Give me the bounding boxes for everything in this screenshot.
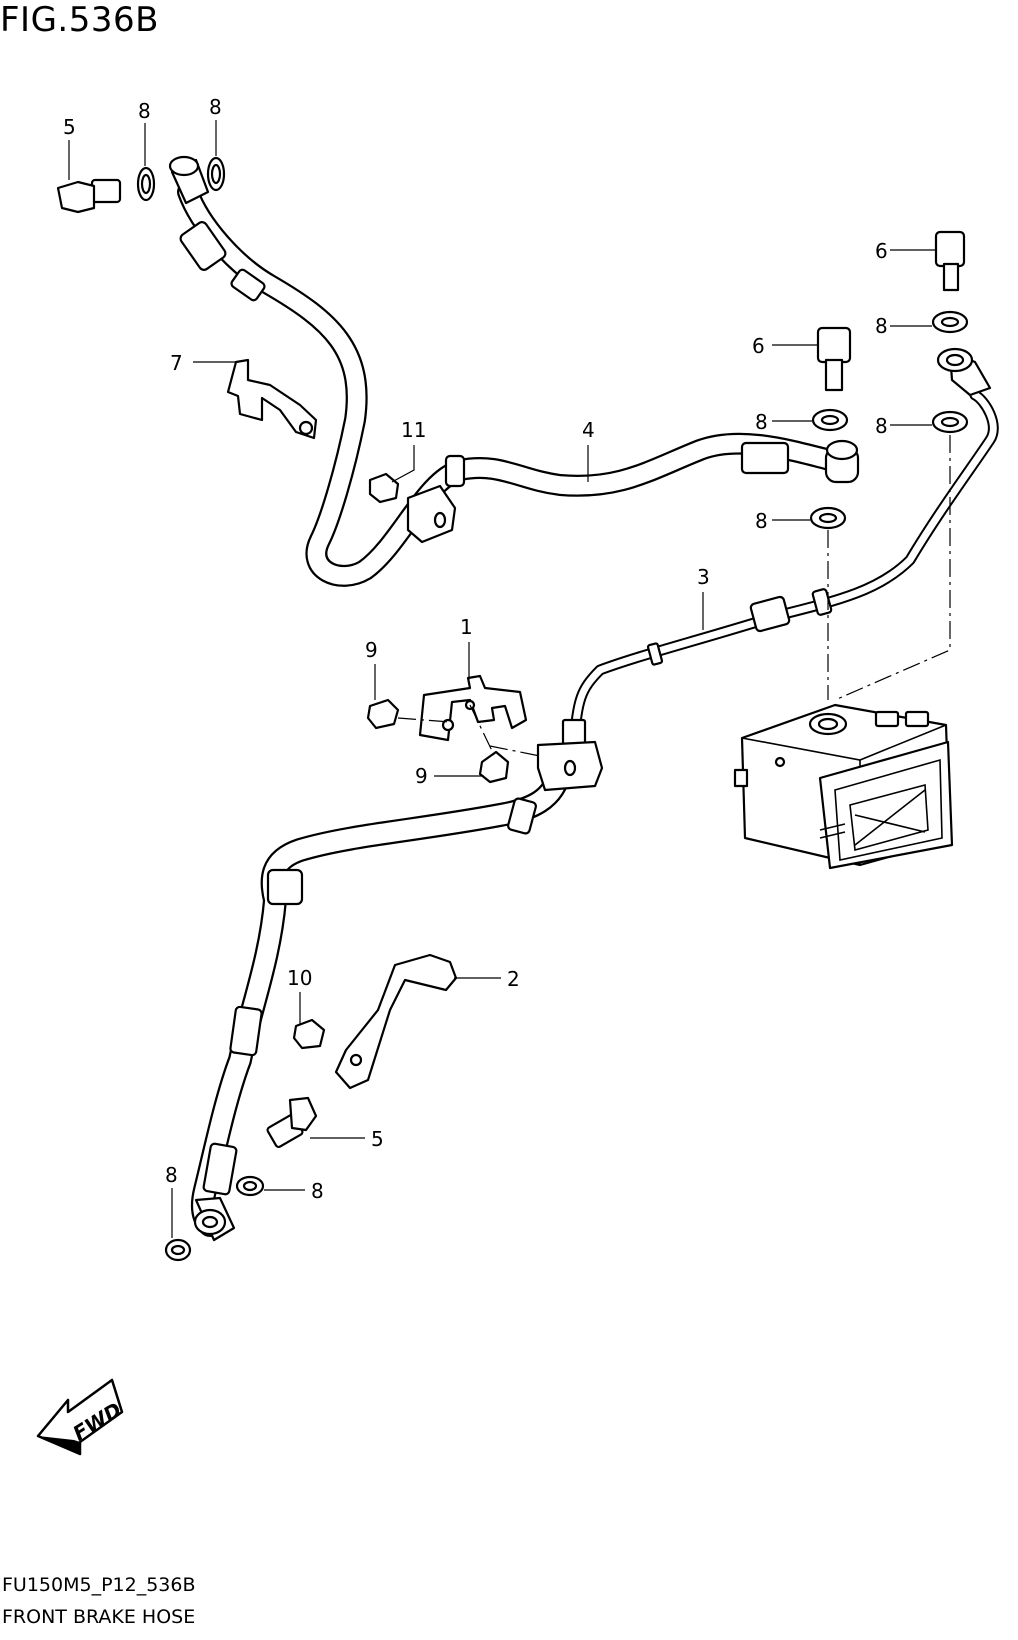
callout-8-d: 8	[755, 410, 768, 434]
callout-7: 7	[170, 351, 183, 375]
callout-8-c: 8	[875, 314, 888, 338]
callout-1: 1	[460, 615, 473, 639]
callout-2: 2	[507, 967, 520, 991]
callout-10: 10	[287, 966, 312, 990]
footer-code: FU150M5_P12_536B	[2, 1574, 196, 1596]
brake-pipe-3[interactable]	[561, 347, 999, 748]
figure-title: FIG.536B	[0, 0, 159, 40]
bracket-2	[334, 953, 458, 1090]
bolt-9-upper	[366, 698, 400, 730]
callout-9-upper: 9	[365, 638, 378, 662]
callout-5-lower: 5	[371, 1127, 384, 1151]
callout-8-b: 8	[209, 95, 222, 119]
hose-joint-block	[536, 740, 604, 792]
banjo-bolt-5-upper	[56, 178, 122, 214]
callout-8-h: 8	[165, 1163, 178, 1187]
brake-hose-lower[interactable]	[190, 758, 572, 1242]
abs-hydraulic-unit	[733, 703, 954, 870]
fwd-arrow-icon: FWD	[36, 1378, 126, 1456]
callout-6-top: 6	[875, 239, 888, 263]
callout-8-g: 8	[311, 1179, 324, 1203]
bolt-6-left	[816, 326, 852, 392]
callout-4: 4	[582, 418, 595, 442]
callout-11: 11	[401, 418, 426, 442]
bolt-6-top	[934, 230, 966, 292]
brake-hose-4[interactable]	[168, 155, 860, 587]
bracket-1	[418, 674, 528, 742]
clip-7	[226, 358, 318, 440]
callout-6-left: 6	[752, 334, 765, 358]
callout-8-f: 8	[755, 509, 768, 533]
bolt-10	[292, 1018, 326, 1050]
banjo-bolt-5-lower	[266, 1096, 318, 1149]
callout-8-e: 8	[875, 414, 888, 438]
bolt-11	[368, 472, 400, 504]
callout-leaders	[68, 120, 936, 1238]
washers-8	[136, 156, 969, 1262]
callout-5-upper: 5	[63, 115, 76, 139]
callout-9-lower: 9	[415, 764, 428, 788]
callout-8-a: 8	[138, 99, 151, 123]
callout-3: 3	[697, 565, 710, 589]
bolt-9-lower	[478, 750, 510, 784]
footer-name: FRONT BRAKE HOSE	[2, 1606, 196, 1628]
hose-clamp-upper	[406, 484, 457, 544]
